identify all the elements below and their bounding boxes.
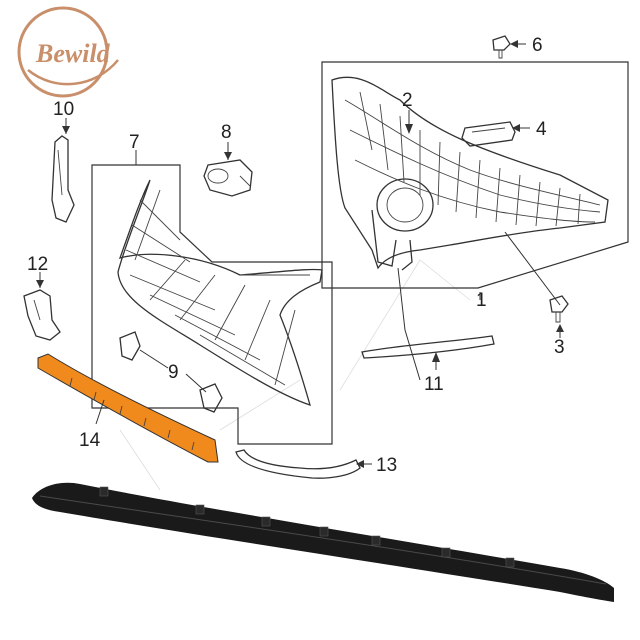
- part-11-molding: 11: [361, 335, 495, 395]
- photo-strip-edge: [39, 495, 607, 585]
- clip-9a: [119, 331, 141, 361]
- callout-10: 10: [53, 99, 74, 120]
- part-14-highlight-strip: 14: [37, 353, 219, 463]
- logo-text: Bewild: [35, 39, 111, 68]
- callout-1: 1: [476, 290, 487, 311]
- strip-14-tabs: [69, 377, 195, 451]
- callout-13: 13: [376, 455, 397, 476]
- callout-6: 6: [532, 35, 543, 56]
- lower-grille-mesh: [125, 189, 310, 386]
- callout-14: 14: [79, 430, 101, 451]
- upper-grille-mesh: [359, 91, 581, 227]
- callout-4: 4: [536, 119, 547, 140]
- logo-ring: [17, 6, 109, 98]
- logo-swoosh: [27, 59, 119, 86]
- product-photo-strip: [32, 482, 614, 602]
- part-10-bracket: 10: [51, 99, 75, 223]
- brand-logo: Bewild: [17, 6, 119, 98]
- upper-grille-frame: [331, 76, 609, 270]
- strip-14-shape: [37, 353, 219, 463]
- clip-6-shape: [492, 35, 511, 51]
- part-13-molding: 13: [235, 449, 397, 479]
- part-12-bracket: 12: [23, 254, 61, 341]
- upper-grille-box: [321, 61, 629, 289]
- molding-13-shape: [235, 449, 361, 479]
- lower-grille-frame: [117, 179, 323, 407]
- photo-strip-clips: [99, 486, 515, 568]
- callout-12: 12: [27, 254, 48, 275]
- part-4-bracket: 4: [461, 119, 547, 147]
- part-1-upper-grille: 1: [321, 61, 629, 381]
- bracket-12-shape: [23, 289, 61, 341]
- callout-8: 8: [221, 122, 232, 143]
- callout-11: 11: [424, 374, 444, 395]
- part-6-clip: 6: [492, 35, 543, 59]
- callout-7: 7: [129, 132, 140, 153]
- bracket-10-shape: [51, 135, 75, 223]
- callout-3: 3: [554, 337, 565, 358]
- callout-group-2: 2: [402, 90, 413, 134]
- molding-11-shape: [361, 335, 495, 359]
- lower-grille-box: [91, 164, 333, 445]
- watermark-lines: [119, 259, 471, 491]
- part-9-clips: 9: [119, 331, 223, 413]
- part-3-clip: 3: [549, 295, 569, 358]
- clip-3-shape: [549, 295, 569, 313]
- callout-9: 9: [168, 362, 179, 383]
- part-8-sensor: 8: [203, 122, 253, 197]
- upper-grille-emblem: [376, 178, 434, 232]
- clip-9b: [199, 383, 223, 413]
- photo-strip-body: [32, 482, 614, 602]
- bracket-4-shape: [461, 121, 516, 147]
- part-7-lower-grille: 7: [91, 132, 333, 445]
- callout-2: 2: [402, 90, 413, 111]
- sensor-8-body: [203, 159, 253, 197]
